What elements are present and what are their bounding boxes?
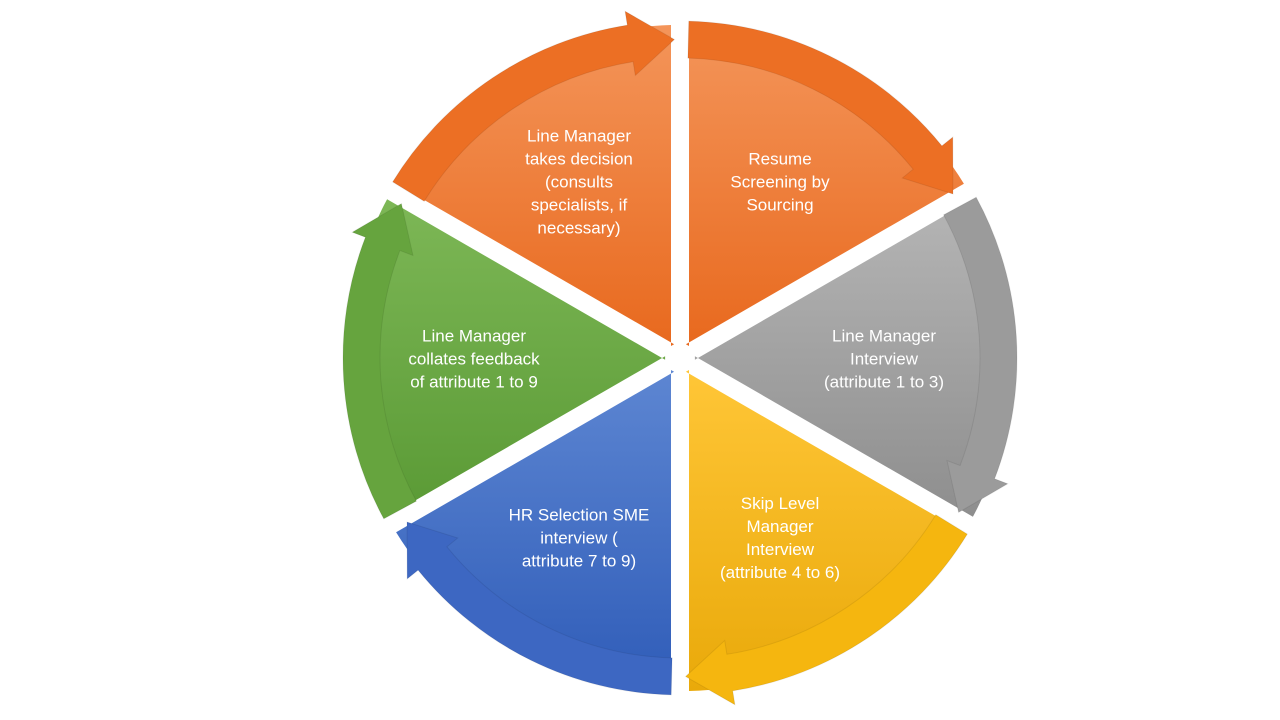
segment-label-hr-selection-interview: HR Selection SME interview ( attribute 7… [508,505,650,571]
cycle-arrow-line-manager-interview [942,196,1018,514]
segment-label-line-manager-interview: Line Manager Interview (attribute 1 to 3… [823,326,944,392]
segment-label-takes-decision: Line Manager takes decision (consults sp… [525,126,633,238]
cycle-arrow-takes-decision [392,10,676,202]
segment-wedge-line-manager-interview [694,199,1014,517]
cycle-arrow-hr-selection-interview [406,521,673,696]
segment-label-collates-feedback: Line Manager collates feedback of attrib… [408,326,540,392]
cycle-arrow-resume-screening [687,20,954,195]
cycle-arrow-collates-feedback [342,202,418,520]
segment-label-resume-screening: Resume Screening by Sourcing [730,149,830,215]
segment-wedge-collates-feedback [346,199,666,517]
cycle-arrow-skip-level-interview [684,514,968,706]
segment-label-skip-level-interview: Skip Level Manager Interview (attribute … [719,494,840,582]
